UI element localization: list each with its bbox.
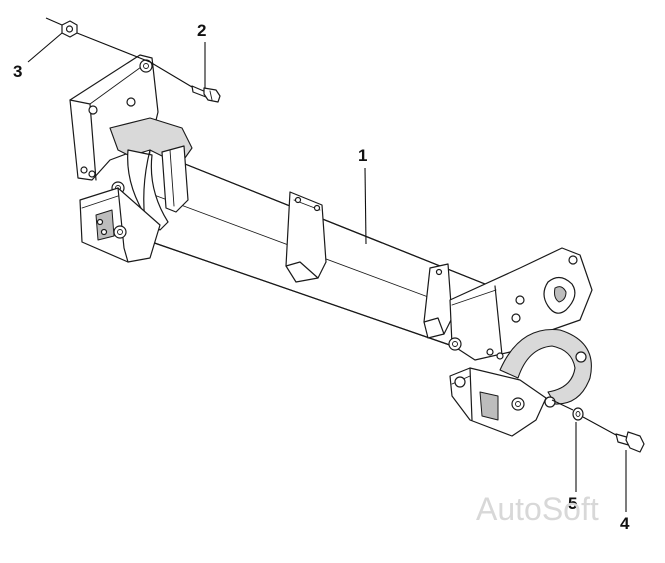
right-strap [423, 263, 453, 339]
callout-1: 1 [358, 146, 368, 165]
left-bracket [69, 54, 193, 263]
callout-4: 4 [620, 514, 630, 533]
callout-3: 3 [13, 62, 23, 81]
right-bracket [448, 247, 593, 437]
callout-5: 5 [568, 494, 578, 513]
middle-strap [285, 191, 327, 283]
washer-part-5 [572, 407, 584, 421]
bolt-part-4 [615, 431, 645, 453]
leader-lines [27, 17, 627, 512]
nut-part-3 [61, 20, 78, 38]
bolt-part-2 [191, 85, 221, 103]
callout-2: 2 [197, 21, 207, 40]
watermark: AutoSoft [476, 491, 599, 527]
